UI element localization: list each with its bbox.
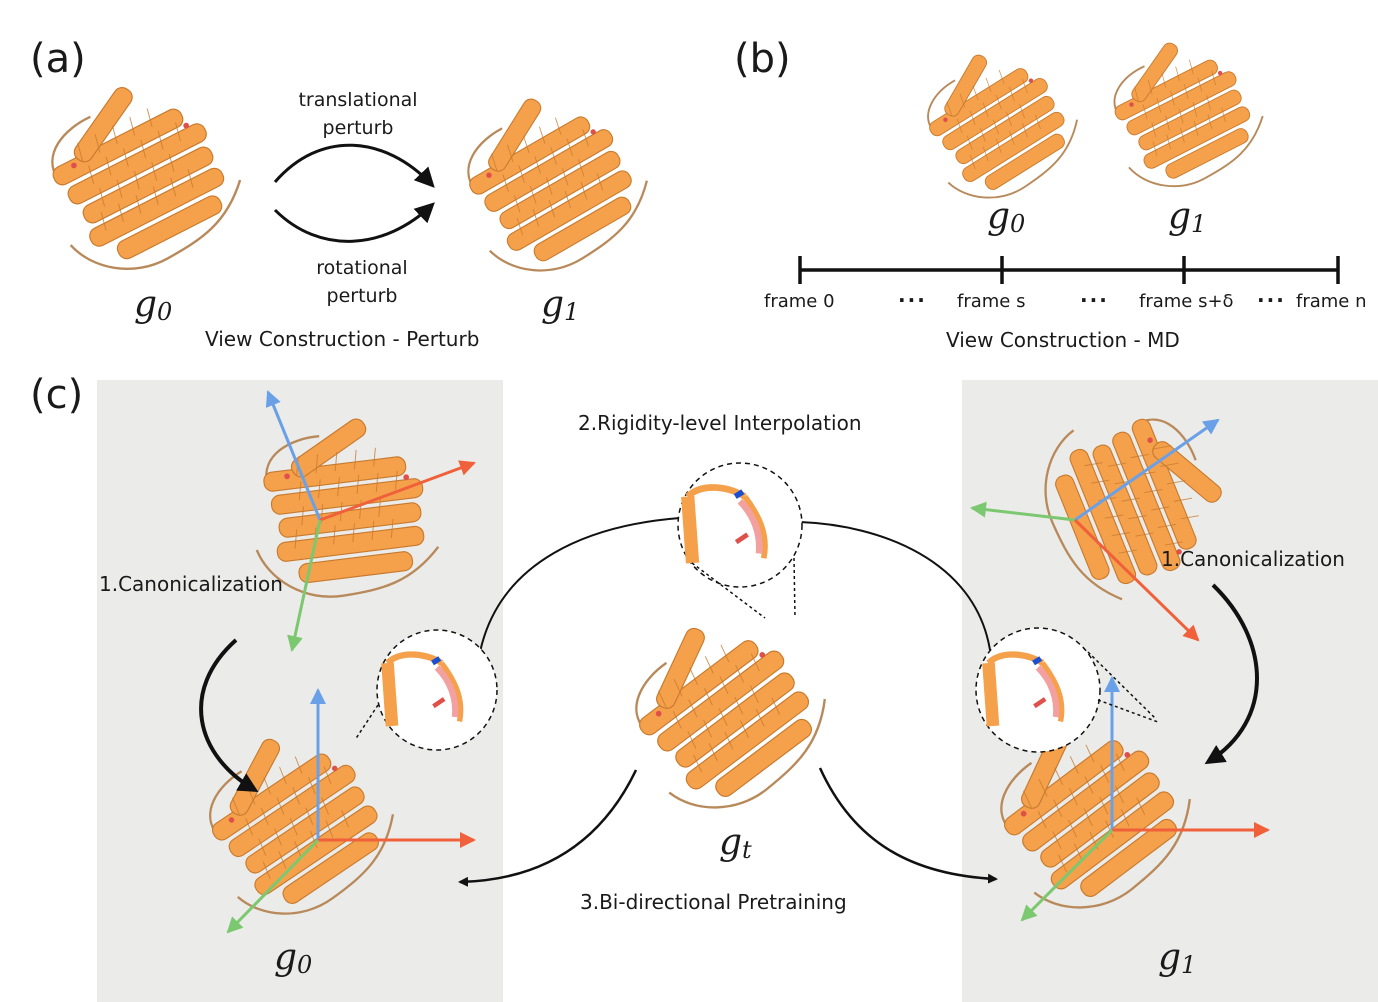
canonicalization-arrow-right — [1204, 583, 1259, 765]
rigidity-interpolation-label: 2.Rigidity-level Interpolation — [578, 411, 862, 435]
axis-red-left-top — [319, 460, 476, 522]
md-caption: View Construction - MD — [946, 328, 1180, 352]
zoom-circle-left — [354, 629, 498, 751]
zoom-circle-center — [677, 462, 803, 619]
protein-g1-md — [1098, 20, 1276, 200]
canonicalization-label-right: 1.Canonicalization — [1161, 547, 1345, 571]
g0-label-canonical: g0 — [274, 937, 313, 979]
protein-g0-md — [908, 27, 1095, 214]
frame-s-label: frame s — [957, 291, 1026, 312]
zoom-circle-right — [975, 627, 1159, 753]
axis-blue-left-top — [265, 390, 322, 521]
canonicalization-label-left: 1.Canonicalization — [99, 572, 283, 596]
interpolation-arc — [479, 517, 991, 653]
panel-c-letter: (c) — [30, 372, 84, 418]
perturb-caption: View Construction - Perturb — [205, 327, 480, 351]
rotational-arrow — [273, 202, 435, 243]
protein-g1-perturb — [446, 68, 666, 289]
protein-g0-canonical — [184, 702, 416, 935]
axis-green-right-bottom — [1020, 828, 1114, 922]
g1-label-perturb: g1 — [541, 284, 580, 326]
canonicalization-arrow-left — [199, 638, 259, 793]
frame-s-delta-label: frame s+δ — [1139, 291, 1234, 312]
axis-green-left-top — [287, 519, 322, 652]
axis-blue-right-top — [1074, 418, 1220, 522]
axis-green-left-bottom — [226, 838, 320, 934]
protein-g0-perturb — [31, 59, 257, 286]
panel-b-letter: (b) — [734, 36, 791, 82]
g1-label-md: g1 — [1168, 196, 1207, 238]
g1-label-canonical: g1 — [1158, 937, 1197, 979]
dots-3: ··· — [1257, 288, 1286, 312]
g0-label-md: g0 — [987, 196, 1026, 238]
frame-0-label: frame 0 — [764, 291, 835, 312]
dots-2: ··· — [1080, 288, 1109, 312]
translational-arrow — [273, 143, 435, 188]
axis-red-right-top — [1073, 518, 1200, 642]
g0-label-perturb: g0 — [134, 284, 173, 326]
dots-1: ··· — [898, 288, 927, 312]
pretrain-arrow-left — [458, 769, 638, 887]
frame-n-label: frame n — [1296, 291, 1367, 312]
protein-gt — [607, 585, 852, 831]
gt-label: gt — [719, 822, 752, 864]
panel-a-letter: (a) — [30, 36, 86, 82]
protein-g1-original — [1033, 404, 1242, 611]
pretrain-arrow-right — [818, 767, 998, 884]
axis-green-right-top — [970, 501, 1076, 522]
bidirectional-pretraining-label: 3.Bi-directional Pretraining — [580, 890, 847, 914]
md-timeline — [798, 256, 1340, 284]
